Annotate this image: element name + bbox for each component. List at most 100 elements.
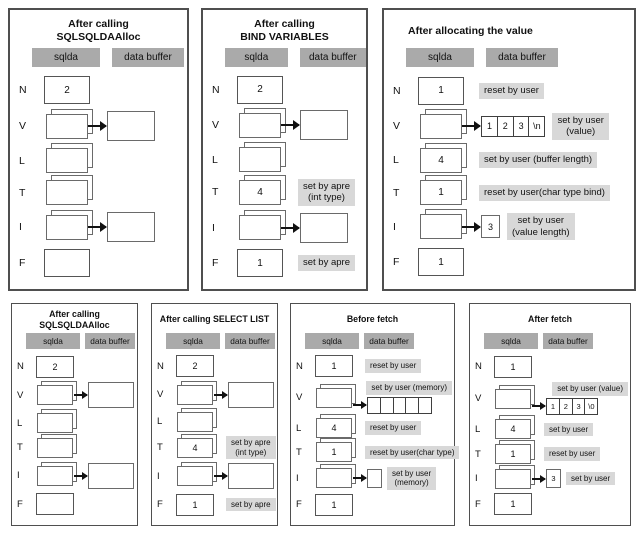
panel-title: After calling SELECT LIST — [152, 307, 277, 332]
sqlda-box: 1 — [315, 493, 353, 516]
sqlda-slot — [36, 249, 98, 277]
sqlda-value: 1 — [257, 257, 263, 269]
value-note: set by apre(int type) — [298, 178, 355, 206]
row-label: T — [296, 446, 302, 458]
row-label: L — [17, 417, 23, 429]
pointer-arrow — [281, 120, 300, 131]
note-line: (value length) — [512, 226, 570, 238]
sqlda-value: 1 — [192, 499, 198, 510]
sqlda-slot — [487, 384, 539, 409]
note-line: set by apre — [303, 257, 350, 269]
sqlda-value: 1 — [331, 447, 337, 458]
note-line: reset by user — [549, 449, 596, 459]
sqlda-slot: 1 — [487, 440, 539, 465]
sqlda-slot: 1 — [169, 493, 221, 516]
sqlda-slot — [229, 210, 291, 241]
panel-title: After fetch — [470, 307, 630, 332]
row-label: I — [212, 221, 215, 234]
data-buffer-column-header: data buffer — [486, 48, 558, 67]
value-note: set by user(memory) — [387, 466, 437, 490]
row-label: V — [157, 389, 164, 401]
row-label: F — [17, 498, 23, 510]
sqlda-slot — [308, 464, 360, 489]
sqlda-value: 1 — [510, 499, 516, 510]
sqlda-box — [46, 180, 88, 205]
row-label: I — [157, 470, 160, 482]
row-label: N — [157, 360, 164, 372]
sqlda-slot: 1 — [487, 355, 539, 378]
data-buffer-cells — [367, 396, 433, 414]
row-label: I — [393, 220, 396, 233]
buffer-cell: 1 — [481, 115, 498, 137]
panel-title-line: After calling — [68, 18, 129, 30]
value-note: reset by user — [544, 447, 601, 461]
sqlda-value: 2 — [192, 361, 198, 372]
row-label: I — [296, 472, 299, 484]
sqlda-box: 1 — [494, 493, 532, 516]
sqlda-slot — [308, 383, 360, 408]
value-note: set by user (buffer length) — [479, 152, 598, 168]
sqlda-box: 1 — [495, 444, 531, 465]
panel-title-line: SQLSQLDAAlloc — [39, 319, 110, 330]
panel-title-line: After calling — [49, 308, 100, 319]
row-label: N — [393, 84, 401, 97]
sqlda-box — [36, 493, 74, 516]
sqlda-slot: 1 — [410, 175, 472, 206]
sqlda-value: 2 — [52, 361, 58, 372]
sqlda-box-stack — [316, 464, 356, 489]
data-buffer-box — [107, 212, 155, 242]
sqlda-box-stack: 4 — [495, 415, 535, 440]
pointer-arrow — [214, 390, 228, 399]
panel-title-line: Before fetch — [346, 314, 399, 324]
pointer-arrow — [532, 402, 546, 411]
row-label: T — [393, 186, 400, 199]
sqlda-box — [420, 214, 462, 240]
sqlda-slot: 4 — [169, 433, 221, 458]
sqlda-box-stack — [46, 175, 93, 205]
note-line: set by user (value) — [557, 384, 623, 394]
row-label: V — [212, 119, 220, 132]
sqlda-box — [239, 112, 281, 138]
sqlda-box-stack — [239, 107, 286, 138]
row-label: L — [19, 154, 25, 167]
sqlda-box: 1 — [418, 76, 464, 105]
length-value: 3 — [487, 221, 493, 232]
sqlda-slot: 2 — [29, 355, 81, 378]
sqlda-slot — [169, 462, 221, 487]
sqlda-box: 1 — [237, 249, 283, 278]
sqlda-box-stack — [46, 108, 93, 139]
diagram-row-v: V — [203, 107, 366, 141]
row-label: T — [17, 442, 23, 454]
value-note: reset by user — [479, 83, 544, 99]
note-line: (int type) — [235, 447, 267, 457]
row-label: L — [212, 153, 218, 166]
sqlda-value: 1 — [510, 361, 516, 372]
diagram-row-l: L — [152, 407, 277, 432]
note-line: reset by user — [484, 85, 539, 97]
data-buffer-box — [300, 110, 348, 141]
sqlda-box-stack — [37, 433, 77, 458]
sqlda-column-header: sqlda — [484, 333, 538, 349]
row-label: F — [19, 257, 26, 269]
buffer-cell — [418, 396, 433, 414]
diagram-row-i: I — [203, 210, 366, 243]
sqlda-box-stack — [420, 108, 467, 139]
sqlda-box — [239, 147, 281, 173]
diagram-row-t: T — [12, 433, 137, 458]
sqlda-slot — [36, 175, 98, 205]
sqlda-box-stack: 4 — [420, 142, 467, 173]
diagram-row-i: I — [12, 461, 137, 489]
